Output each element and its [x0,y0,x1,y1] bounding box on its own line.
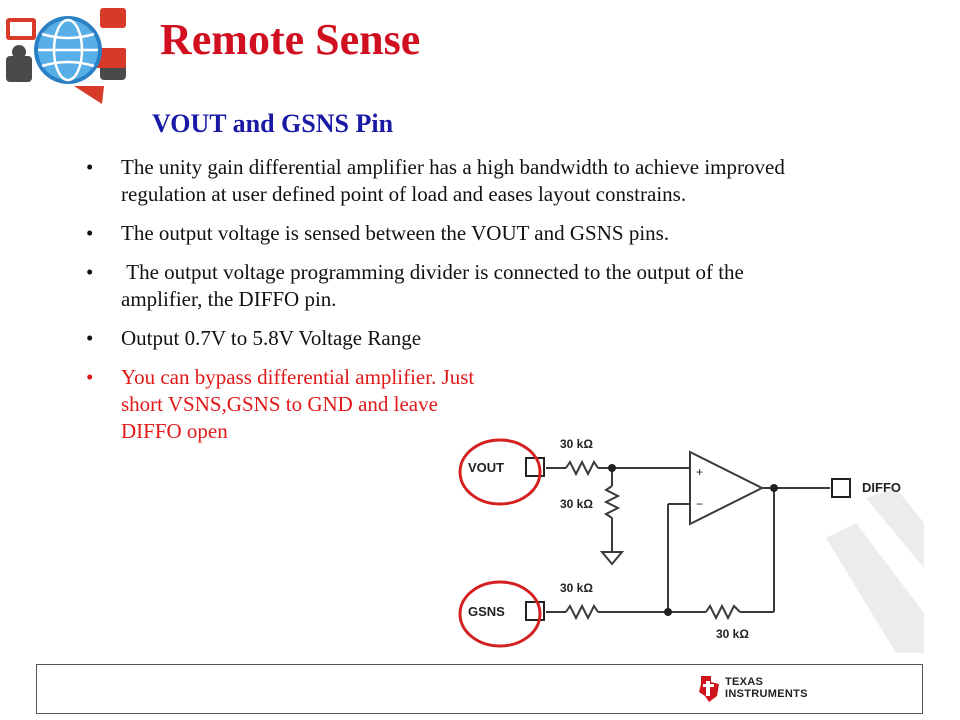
ti-wordmark: TEXAS INSTRUMENTS [725,676,808,700]
vout-label: VOUT [468,460,504,475]
bullet-text: The output voltage is sensed between the… [121,221,670,245]
gsns-highlight-circle [458,580,542,648]
bullet-item-highlight: • You can bypass differential amplifier.… [86,364,826,445]
resistor-feedback-label: 30 kΩ [716,627,749,641]
diffo-label: DIFFO [862,480,901,495]
bullet-item: • Output 0.7V to 5.8V Voltage Range [86,325,826,352]
resistor-feedback [705,603,741,621]
bullet-text: The output voltage programming divider i… [121,260,750,311]
slide-subtitle: VOUT and GSNS Pin [152,109,394,138]
bullet-symbol: • [86,260,94,284]
op-amp-symbol [689,450,765,526]
bullet-item: • The unity gain differential amplifier … [86,154,826,208]
resistor-gsns [565,603,599,621]
op-amp-minus-label: − [696,497,703,511]
op-amp-plus-label: + [696,465,703,479]
ground-icon [599,551,625,566]
resistor-shunt-label: 30 kΩ [560,497,593,511]
ti-wordmark-line2: INSTRUMENTS [725,688,808,700]
ti-state-icon [699,676,719,702]
footer-bar: TEXAS INSTRUMENTS [36,664,923,714]
bullet-text: The unity gain differential amplifier ha… [121,155,785,206]
remote-sense-circuit-diagram: VOUT GSNS DIFFO 30 kΩ 30 kΩ 30 kΩ 30 kΩ … [458,437,924,653]
bullet-text: You can bypass differential amplifier. J… [121,365,475,443]
bullet-item: • The output voltage is sensed between t… [86,220,826,247]
gsns-label: GSNS [468,604,505,619]
watermark-bars [826,488,924,653]
bullet-symbol: • [86,365,94,389]
bullet-item: • The output voltage programming divider… [86,259,826,313]
vout-highlight-circle [458,438,542,506]
globe-network-logo-icon [6,8,126,104]
slide-title: Remote Sense [160,15,421,64]
bullet-list: • The unity gain differential amplifier … [86,154,826,457]
bullet-symbol: • [86,221,94,245]
bullet-symbol: • [86,326,94,350]
resistor-top-label: 30 kΩ [560,437,593,451]
diffo-pin-box [831,478,851,498]
resistor-gsns-label: 30 kΩ [560,581,593,595]
resistor-shunt [603,485,621,519]
resistor-vout [565,459,599,477]
ti-logo: TEXAS INSTRUMENTS [697,672,827,706]
bullet-text: Output 0.7V to 5.8V Voltage Range [121,326,422,350]
bullet-symbol: • [86,155,94,179]
ti-wordmark-line1: TEXAS [725,676,764,688]
